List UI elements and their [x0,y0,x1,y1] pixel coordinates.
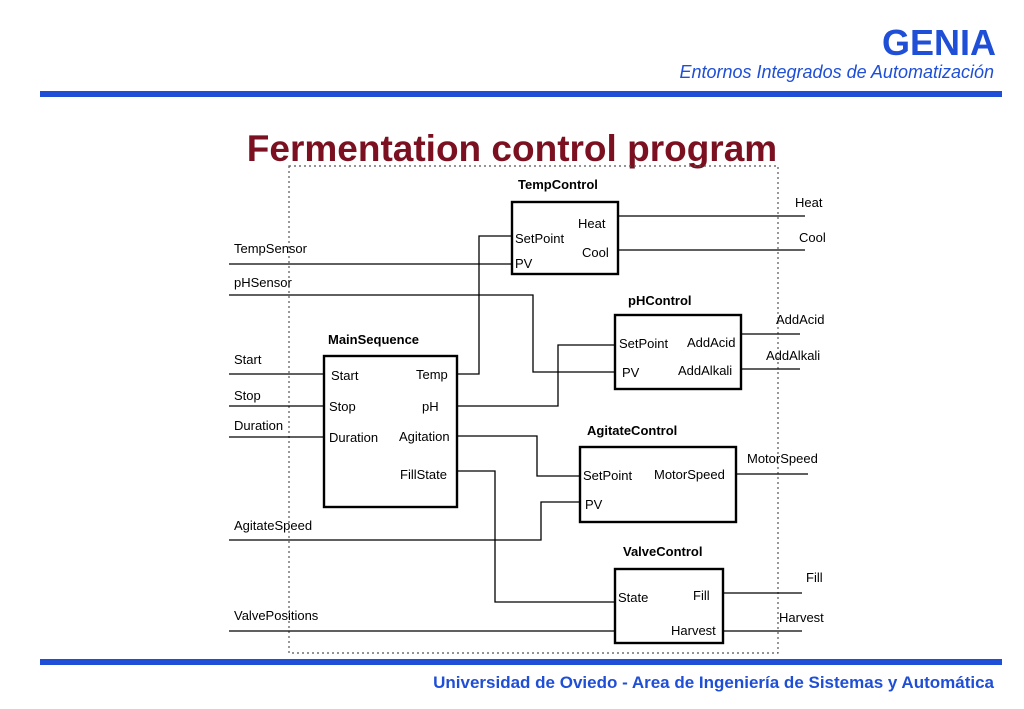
port-label: Start [331,368,359,383]
wire-phsensor [229,294,615,373]
port-label: PV [515,256,533,271]
input-label-tempsensor: TempSensor [234,241,308,256]
port-label: AddAlkali [678,363,732,378]
output-label-cool: Cool [799,230,826,245]
valve-control-title: ValveControl [623,544,702,559]
brand-logo-text: GENIA [881,22,996,63]
ph-control-block [613,313,743,391]
port-label: PV [585,497,603,512]
input-label-agitatespeed: AgitateSpeed [234,518,312,533]
output-label-heat: Heat [795,195,823,210]
input-label-stop: Stop [234,388,261,403]
port-label: Heat [578,216,606,231]
port-label: Cool [582,245,609,260]
port-label: PV [622,365,640,380]
port-label: Fill [693,588,710,603]
port-label: SetPoint [619,336,669,351]
bottom-divider [40,659,1002,665]
wire-agitation-setpoint [457,435,580,477]
port-label: pH [422,399,439,414]
top-divider [40,91,1002,97]
port-label: FillState [400,467,447,482]
port-label: Temp [416,367,448,382]
main-sequence-title: MainSequence [328,332,419,347]
valve-control-block [613,567,725,645]
input-label-duration: Duration [234,418,283,433]
brand-subtitle: Entornos Integrados de Automatización [679,62,994,82]
main-sequence-block [322,354,459,509]
port-label: AddAcid [687,335,735,350]
footer-text: Universidad de Oviedo - Area de Ingenier… [433,673,994,692]
port-label: SetPoint [515,231,565,246]
input-label-start: Start [234,352,262,367]
port-label: Harvest [671,623,716,638]
output-label-harvest: Harvest [779,610,824,625]
program-boundary [288,165,779,654]
ph-control-title: pHControl [628,293,692,308]
port-label: MotorSpeed [654,467,725,482]
output-label-addacid: AddAcid [776,312,824,327]
wire-agitatespeed [229,501,580,541]
port-label: Stop [329,399,356,414]
input-label-valvepositions: ValvePositions [234,608,319,623]
output-label-fill: Fill [806,570,823,585]
agitate-control-title: AgitateControl [587,423,677,438]
temp-control-block [510,200,620,276]
port-label: State [618,590,648,605]
output-label-addalkali: AddAlkali [766,348,820,363]
port-label: Agitation [399,429,450,444]
port-label: SetPoint [583,468,633,483]
wires [229,215,808,632]
page-title: Fermentation control program [246,128,778,169]
wire-temp-setpoint [457,235,512,375]
port-label: Duration [329,430,378,445]
input-label-phsensor: pHSensor [234,275,292,290]
wire-ph-setpoint [457,344,615,407]
temp-control-title: TempControl [518,177,598,192]
output-label-motorspeed: MotorSpeed [747,451,818,466]
agitate-control-block [578,445,738,524]
wire-fillstate-state [457,470,615,603]
